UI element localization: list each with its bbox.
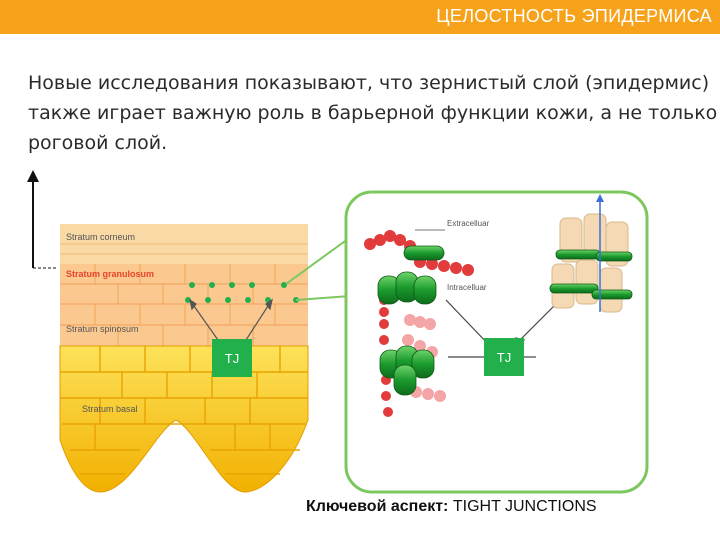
slide-title: ЦЕЛОСТНОСТЬ ЭПИДЕРМИСА xyxy=(436,6,712,26)
tj-label-left: TJ xyxy=(225,351,239,366)
label-stratum-granulosum: Stratum granulosum xyxy=(66,269,154,279)
depth-axis-arrow xyxy=(27,170,58,269)
callout-connectors xyxy=(285,235,353,301)
tight-junction-callout: Extracelluar Intracelluar xyxy=(344,190,649,494)
stratum-basal-layer xyxy=(59,345,309,493)
caption-prefix: Ключевой аспект: xyxy=(306,498,449,515)
intro-text: Новые исследования показывают, что зерни… xyxy=(28,72,718,154)
tj-pointer-arrows xyxy=(189,298,273,341)
key-aspect-caption: Ключевой аспект: TIGHT JUNCTIONS xyxy=(306,498,597,516)
protein-cylinders-green-left xyxy=(377,245,445,396)
protein-strands-red xyxy=(364,230,474,417)
tight-junction-dots xyxy=(185,282,299,303)
caption-value: TIGHT JUNCTIONS xyxy=(452,498,597,515)
label-extracellular: Extracelluar xyxy=(447,219,490,228)
skin-layers: Stratum corneum Stratum granulosum Strat… xyxy=(59,224,309,493)
tj-label-right: TJ xyxy=(497,350,511,365)
cell-blocks-right xyxy=(549,194,633,313)
label-stratum-corneum: Stratum corneum xyxy=(66,232,135,242)
stratum-corneum-layer xyxy=(60,224,308,264)
label-stratum-basal: Stratum basal xyxy=(82,404,138,414)
tj-box-left: TJ xyxy=(212,339,252,377)
label-stratum-spinosum: Stratum spinosum xyxy=(66,324,139,334)
header-bar: ЦЕЛОСТНОСТЬ ЭПИДЕРМИСА xyxy=(0,0,720,34)
label-intracellular: Intracelluar xyxy=(447,283,487,292)
tj-box-right: TJ xyxy=(484,338,524,376)
